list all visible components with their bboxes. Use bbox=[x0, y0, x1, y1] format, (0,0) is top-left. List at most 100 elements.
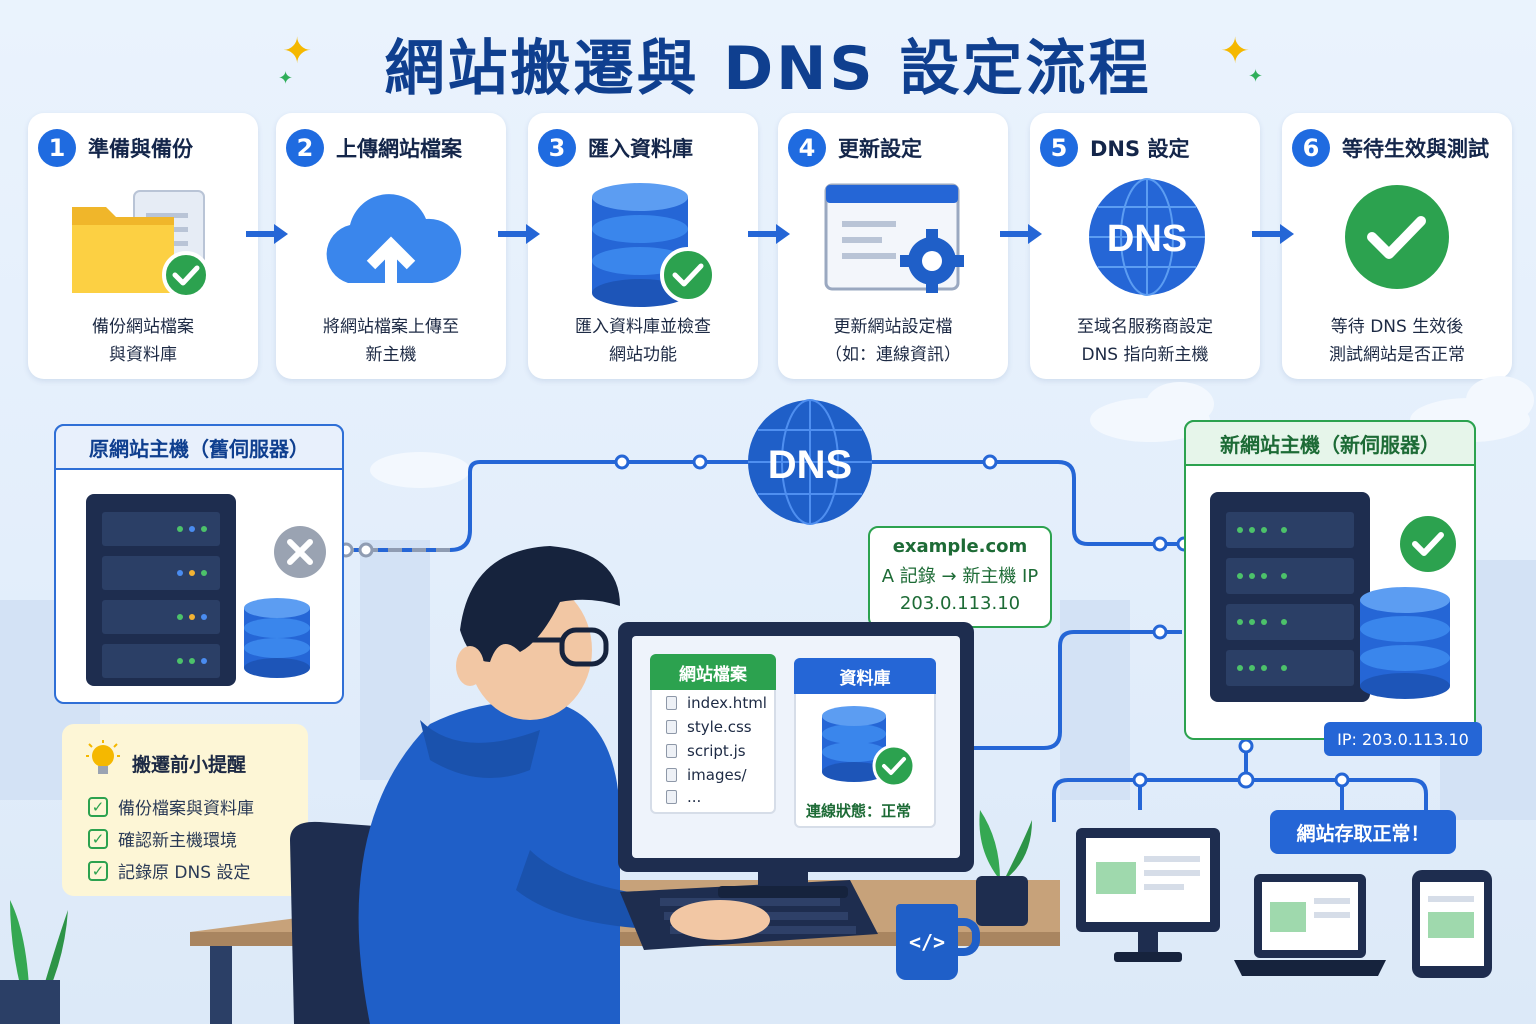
database-window-title: 資料庫 bbox=[794, 658, 936, 694]
plant-icon bbox=[0, 900, 68, 1024]
sparkle-icon: ✦ bbox=[1248, 66, 1264, 87]
file-icon bbox=[666, 744, 677, 758]
old-server-panel: 原網站主機（舊伺服器） bbox=[54, 424, 344, 704]
step-card-backup: 1 準備與備份 備份網站檔案 與資料庫 bbox=[28, 113, 258, 379]
database-check-icon bbox=[592, 183, 716, 307]
step-card-dns: 5 DNS 設定 DNS 至域名服務商設定 DNS 指向新主機 bbox=[1030, 113, 1260, 379]
tips-box: 搬遷前小提醒 ✓ 備份檔案與資料庫 ✓ 確認新主機環境 ✓ 記錄原 DNS 設定 bbox=[62, 724, 308, 896]
arrow-right-icon bbox=[1000, 224, 1042, 244]
tablet-device-icon bbox=[1412, 870, 1492, 978]
monitor-base bbox=[718, 886, 848, 898]
dns-record-ip: 203.0.113.10 bbox=[899, 593, 1021, 614]
new-server-panel: 新網站主機（新伺服器） bbox=[1184, 420, 1476, 740]
step-title: 準備與備份 bbox=[88, 137, 193, 161]
dns-a-record: A 記錄 → 新主機 IP bbox=[881, 566, 1039, 587]
tip-text: 記錄原 DNS 設定 bbox=[118, 863, 251, 883]
files-window-title: 網站檔案 bbox=[650, 654, 776, 690]
step-number: 6 bbox=[1292, 129, 1330, 167]
config-gear-icon bbox=[824, 183, 964, 293]
dns-globe-label: DNS bbox=[768, 443, 852, 487]
file-icon bbox=[666, 790, 677, 804]
desktop-device-icon bbox=[1076, 828, 1220, 962]
step-card-settings: 4 更新設定 更新網站設定檔 （如：連線資訊） bbox=[778, 113, 1008, 379]
file-item: style.css bbox=[666, 718, 752, 736]
step-desc-line: 與資料庫 bbox=[109, 345, 177, 365]
file-name: ... bbox=[687, 788, 702, 806]
page-title: 網站搬遷與 DNS 設定流程 bbox=[384, 34, 1152, 104]
arrow-right-icon bbox=[246, 224, 288, 244]
step-desc-line: 將網站檔案上傳至 bbox=[323, 317, 459, 337]
dns-globe-icon: DNS bbox=[748, 399, 872, 525]
new-server-ip-badge: IP: 203.0.113.10 bbox=[1324, 722, 1482, 756]
file-item: script.js bbox=[666, 742, 746, 760]
arrow-right-icon bbox=[1252, 224, 1294, 244]
checkbox-icon: ✓ bbox=[88, 828, 108, 849]
database-check-icon bbox=[822, 706, 916, 788]
step-desc-line: （如：連線資訊） bbox=[825, 345, 961, 365]
tip-item: ✓ 記錄原 DNS 設定 bbox=[88, 858, 250, 883]
step-desc-line: 更新網站設定檔 bbox=[833, 317, 953, 337]
check-circle-icon bbox=[1400, 516, 1456, 572]
laptop-device-icon bbox=[1234, 874, 1386, 976]
step-number: 1 bbox=[38, 129, 76, 167]
step-desc-line: 測試網站是否正常 bbox=[1329, 345, 1465, 365]
checkbox-icon: ✓ bbox=[88, 860, 108, 881]
step-number: 4 bbox=[788, 129, 826, 167]
step-number: 2 bbox=[286, 129, 324, 167]
step-title: 上傳網站檔案 bbox=[336, 137, 462, 161]
tips-title: 搬遷前小提醒 bbox=[132, 754, 247, 776]
step-desc-line: 網站功能 bbox=[609, 345, 677, 365]
step-desc-line: 等待 DNS 生效後 bbox=[1330, 317, 1464, 337]
tip-item: ✓ 備份檔案與資料庫 bbox=[88, 794, 254, 819]
step-card-database: 3 匯入資料庫 匯入資料庫並檢查 網站功能 bbox=[528, 113, 758, 379]
step-title: 等待生效與測試 bbox=[1342, 137, 1489, 161]
new-server-title: 新網站主機（新伺服器） bbox=[1184, 420, 1476, 466]
step-desc-line: DNS 指向新主機 bbox=[1081, 345, 1209, 365]
sparkle-icon: ✦ bbox=[1220, 31, 1251, 72]
step-desc-line: 匯入資料庫並檢查 bbox=[575, 317, 711, 337]
tip-text: 確認新主機環境 bbox=[118, 831, 237, 851]
plant-icon bbox=[976, 810, 1032, 926]
arrow-right-icon bbox=[748, 224, 790, 244]
file-name: images/ bbox=[687, 766, 747, 784]
file-name: script.js bbox=[687, 742, 746, 760]
lightbulb-icon bbox=[86, 740, 120, 774]
dns-icon-label: DNS bbox=[1107, 218, 1187, 260]
file-item: images/ bbox=[666, 766, 747, 784]
arrow-right-icon bbox=[498, 224, 540, 244]
db-status-text: 連線狀態：正常 bbox=[806, 802, 912, 820]
sparkle-icon: ✦ bbox=[278, 68, 294, 89]
mug-handle bbox=[950, 918, 980, 956]
step-desc-line: 新主機 bbox=[365, 345, 417, 365]
step-number: 3 bbox=[538, 129, 576, 167]
old-server-title: 原網站主機（舊伺服器） bbox=[54, 424, 344, 470]
check-circle-icon bbox=[1345, 185, 1449, 289]
files-window: 網站檔案 index.html style.css script.js imag… bbox=[650, 654, 776, 814]
file-icon bbox=[666, 768, 677, 782]
dns-record-callout: example.com A 記錄 → 新主機 IP 203.0.113.10 bbox=[868, 526, 1052, 628]
disconnect-x-icon bbox=[274, 526, 326, 578]
step-card-upload: 2 上傳網站檔案 將網站檔案上傳至 新主機 bbox=[276, 113, 506, 379]
server-rack-icon bbox=[86, 494, 310, 686]
tip-text: 備份檔案與資料庫 bbox=[118, 799, 254, 819]
step-desc-line: 備份網站檔案 bbox=[92, 317, 194, 337]
file-name: style.css bbox=[687, 718, 752, 736]
dns-domain: example.com bbox=[892, 536, 1028, 557]
database-window: 資料庫 連線狀態：正常 bbox=[794, 658, 936, 828]
checkbox-icon: ✓ bbox=[88, 796, 108, 817]
step-title: 更新設定 bbox=[838, 137, 922, 161]
dns-globe-icon: DNS bbox=[1089, 178, 1205, 296]
person-illustration bbox=[358, 546, 660, 1024]
step-desc-line: 至域名服務商設定 bbox=[1077, 317, 1213, 337]
code-icon: </> bbox=[908, 930, 946, 954]
step-title: DNS 設定 bbox=[1090, 137, 1190, 161]
file-icon bbox=[666, 720, 677, 734]
file-name: index.html bbox=[687, 694, 767, 712]
file-item: ... bbox=[666, 788, 701, 806]
folder-backup-icon bbox=[72, 190, 210, 299]
step-card-verify: 6 等待生效與測試 等待 DNS 生效後 測試網站是否正常 bbox=[1282, 113, 1512, 379]
step-title: 匯入資料庫 bbox=[588, 137, 693, 161]
site-ok-badge: 網站存取正常！ bbox=[1270, 810, 1456, 854]
cloud-upload-icon bbox=[326, 194, 462, 291]
server-rack-icon bbox=[1210, 492, 1450, 702]
